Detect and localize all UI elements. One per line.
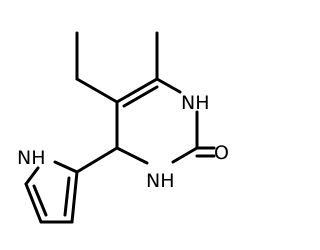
bond-pyrrole-c5-c4-double	[32, 184, 48, 217]
bond-pyrrole-c5-c4	[24, 182, 43, 224]
bond-pyrrole-n-c5	[24, 166, 40, 186]
bond-pyrrole-c2-n	[53, 160, 79, 174]
atom-label-oxygen: O	[214, 142, 229, 164]
bond-n3-c4	[115, 146, 149, 165]
bond-c5-c6	[115, 77, 159, 104]
bond-pyrrole-c3-c2	[70, 170, 79, 224]
atom-label-nh-ring-top: NH	[181, 92, 210, 114]
bond-c5-c6-double	[122, 85, 159, 108]
atom-label-nh-pyrrole: NH	[17, 147, 46, 169]
bond-c6-n1	[155, 77, 182, 94]
atom-label-nh-ring-bottom: NH	[146, 170, 175, 192]
molecule-structure-diagram: NH NH NH O	[17, 31, 229, 224]
bond-c4-pyrrole	[75, 146, 119, 174]
bond-c5-ethyl-ch2	[75, 77, 119, 104]
bond-c2-n3	[171, 146, 199, 164]
bond-pyrrole-c3-c2-double	[63, 176, 71, 217]
